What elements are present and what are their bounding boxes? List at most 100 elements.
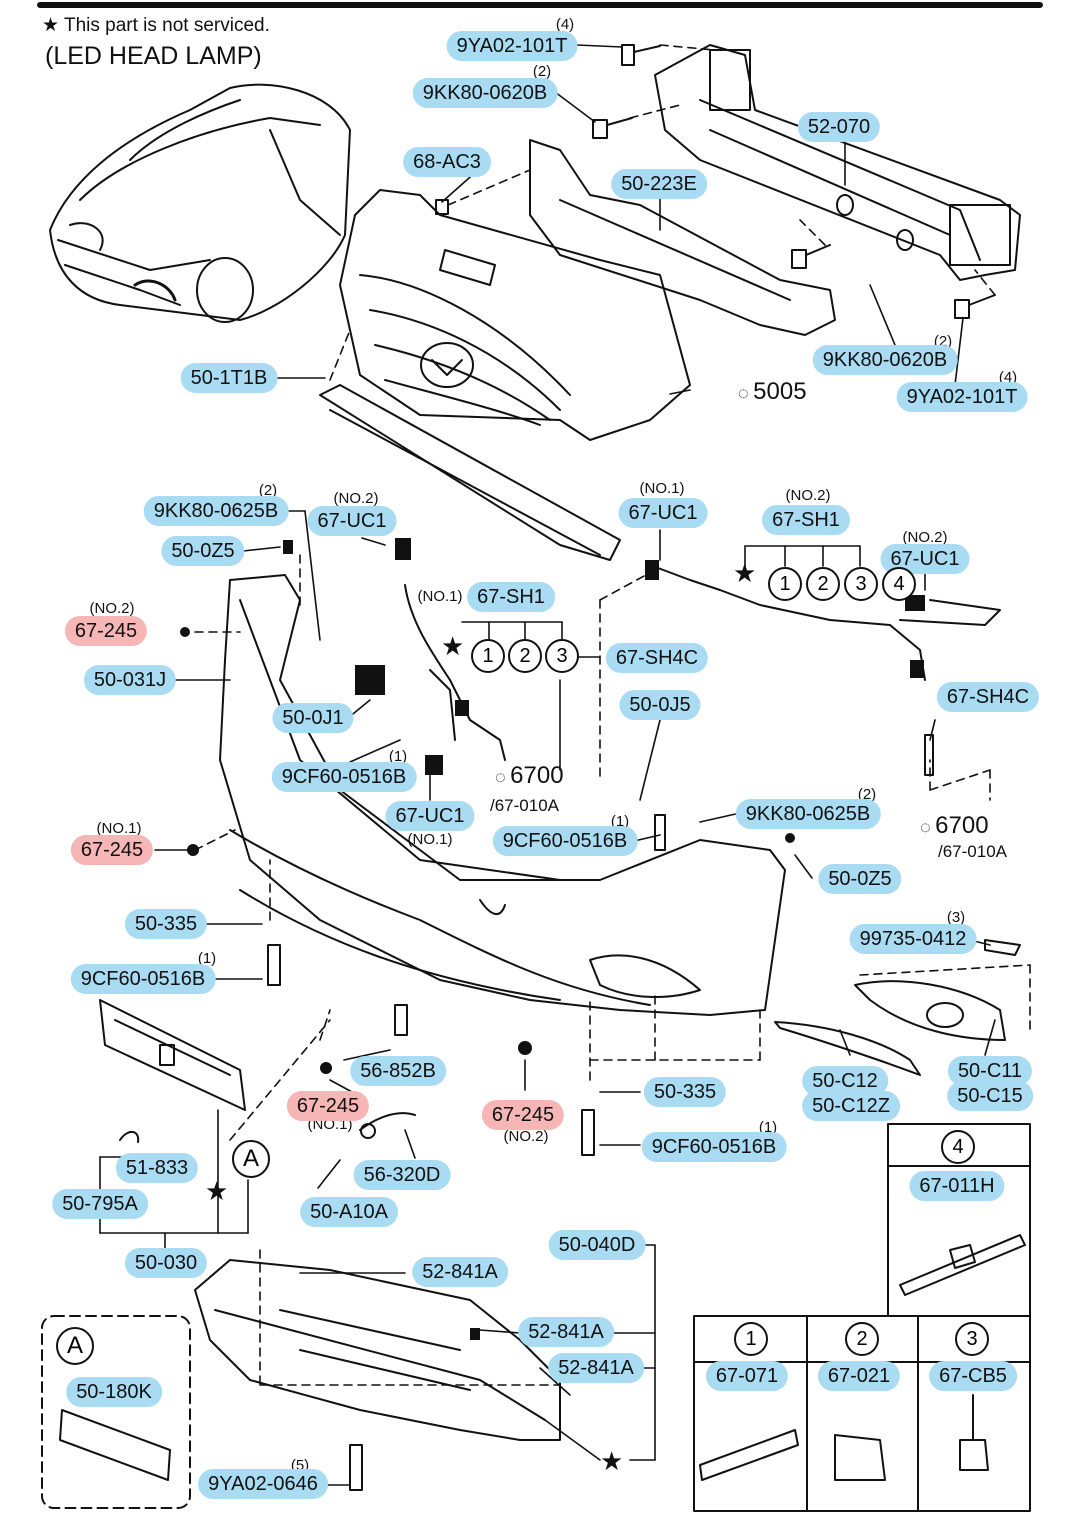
fasteners-top <box>435 44 996 319</box>
bumper-molding <box>774 1021 921 1076</box>
part-label-9cf60-0516b-c[interactable]: 9CF60-0516B <box>70 964 216 994</box>
ref-6700-right-sub: /67-010A <box>938 842 1007 861</box>
circle-1-no1: 1 <box>471 639 505 673</box>
qty-67-uc1-no2-right: (NO.2) <box>902 529 948 546</box>
part-label-52-841a-top[interactable]: 52-841A <box>412 1257 508 1287</box>
part-label-9kk80-0625b-right[interactable]: 9KK80-0625B <box>735 799 881 829</box>
box-3-header: 3 <box>955 1322 989 1356</box>
qty-9cf60-0516b-c: (1) <box>197 950 217 967</box>
qty-67-uc1-no1-bottom: (NO.1) <box>407 831 453 848</box>
part-label-67-uc1-no2-left[interactable]: 67-UC1 <box>307 506 397 536</box>
qty-67-uc1-no2-left: (NO.2) <box>333 490 379 507</box>
ref-arrow-icon: ◌ <box>738 383 749 403</box>
part-label-52-070[interactable]: 52-070 <box>797 112 881 142</box>
fog-lamp-bezel <box>854 980 1006 1041</box>
qty-9kk80-0625b-left: (2) <box>258 482 278 499</box>
box-1-header: 1 <box>734 1322 768 1356</box>
ref-5005[interactable]: ◌ 5005 <box>738 378 807 406</box>
ref-6700-center-number: 6700 <box>510 762 564 789</box>
part-label-50-0j5[interactable]: 50-0J5 <box>619 690 701 720</box>
box-4-header: 4 <box>941 1130 975 1164</box>
qty-9kk80-0625b-right: (2) <box>857 786 877 803</box>
part-label-50-0z5-left[interactable]: 50-0Z5 <box>161 536 245 566</box>
part-label-50-040d[interactable]: 50-040D <box>548 1230 646 1260</box>
ref-6700-center[interactable]: ◌ 6700 <box>495 762 564 790</box>
part-label-67-071[interactable]: 67-071 <box>705 1361 789 1391</box>
part-label-67-sh1-no1[interactable]: 67-SH1 <box>467 582 555 612</box>
part-label-56-320d[interactable]: 56-320D <box>353 1160 451 1190</box>
part-label-67-245-no2-bottom[interactable]: 67-245 <box>481 1100 565 1130</box>
part-label-68-ac3[interactable]: 68-AC3 <box>403 147 491 177</box>
qty-9cf60-0516b-a: (1) <box>388 748 408 765</box>
detail-a-label: A <box>56 1327 94 1365</box>
star-icon: ★ <box>205 1176 229 1206</box>
part-label-50-c15[interactable]: 50-C15 <box>947 1081 1033 1111</box>
part-label-67-cb5[interactable]: 67-CB5 <box>929 1361 1017 1391</box>
license-plate-bracket <box>99 999 246 1111</box>
star-icon: ★ <box>441 631 465 661</box>
bumper-reinforcement <box>654 44 1021 281</box>
part-label-50-335-right[interactable]: 50-335 <box>643 1077 727 1107</box>
callout-a: A <box>232 1140 270 1178</box>
ref-5005-number: 5005 <box>753 378 807 405</box>
lower-grille-strip <box>319 384 621 561</box>
ref-6700-right[interactable]: ◌ 6700 <box>920 812 989 840</box>
circle-3-no1: 3 <box>545 639 579 673</box>
part-label-50-223e[interactable]: 50-223E <box>611 169 707 199</box>
box-2-header: 2 <box>845 1322 879 1356</box>
part-label-9cf60-0516b-d[interactable]: 9CF60-0516B <box>641 1132 787 1162</box>
qty-67-sh1-no2: (NO.2) <box>785 487 831 504</box>
part-label-52-841a-low[interactable]: 52-841A <box>548 1353 644 1383</box>
part-label-9kk80-0620b-right[interactable]: 9KK80-0620B <box>812 345 958 375</box>
part-label-9cf60-0516b-a[interactable]: 9CF60-0516B <box>271 762 417 792</box>
part-label-67-sh4c-right[interactable]: 67-SH4C <box>936 682 1040 712</box>
part-label-67-uc1-no1-bottom[interactable]: 67-UC1 <box>385 801 475 831</box>
part-label-67-sh4c-left[interactable]: 67-SH4C <box>605 643 709 673</box>
qty-99735-0412: (3) <box>946 909 966 926</box>
qty-67-245-no2-left: (NO.2) <box>89 600 135 617</box>
part-label-67-245-no2-left[interactable]: 67-245 <box>64 616 148 646</box>
part-label-50-a10a[interactable]: 50-A10A <box>300 1197 398 1227</box>
part-label-99735-0412[interactable]: 99735-0412 <box>849 924 977 954</box>
part-label-50-031j[interactable]: 50-031J <box>83 665 177 695</box>
part-label-50-1t1b[interactable]: 50-1T1B <box>180 363 278 393</box>
harness-left <box>404 584 506 761</box>
qty-67-sh1-no1: (NO.1) <box>417 588 463 605</box>
part-label-50-0j1[interactable]: 50-0J1 <box>272 703 354 733</box>
qty-67-245-no2-bottom: (NO.2) <box>503 1128 549 1145</box>
part-label-67-245-no1-left[interactable]: 67-245 <box>70 835 154 865</box>
detail-a-bracket <box>59 1409 171 1481</box>
part-label-67-sh1-no2[interactable]: 67-SH1 <box>762 505 850 535</box>
front-bumper-fascia <box>219 574 786 1016</box>
star-icon: ★ <box>600 1446 624 1476</box>
part-label-50-795a[interactable]: 50-795A <box>52 1189 148 1219</box>
part-label-50-030[interactable]: 50-030 <box>124 1248 208 1278</box>
part-label-67-021[interactable]: 67-021 <box>817 1361 901 1391</box>
part-label-52-841a-mid[interactable]: 52-841A <box>518 1317 614 1347</box>
part-label-67-245-no1-bottom[interactable]: 67-245 <box>286 1091 370 1121</box>
part-label-56-852b[interactable]: 56-852B <box>350 1056 446 1086</box>
qty-9cf60-0516b-d: (1) <box>758 1119 778 1136</box>
part-label-9kk80-0625b-left[interactable]: 9KK80-0625B <box>143 496 289 526</box>
qty-9ya02-101t-top: (4) <box>555 16 575 33</box>
under-cover <box>194 1259 561 1441</box>
part-label-9ya02-101t-right[interactable]: 9YA02-101T <box>896 382 1028 412</box>
radiator-grille <box>339 189 691 441</box>
part-label-50-335-left[interactable]: 50-335 <box>124 909 208 939</box>
part-label-50-0z5-right[interactable]: 50-0Z5 <box>818 864 902 894</box>
part-label-9cf60-0516b-b[interactable]: 9CF60-0516B <box>492 826 638 856</box>
qty-9ya02-101t-right: (4) <box>998 369 1018 386</box>
part-label-67-011h[interactable]: 67-011H <box>909 1171 1005 1201</box>
part-label-50-180k[interactable]: 50-180K <box>66 1377 162 1407</box>
ref-arrow-icon: ◌ <box>920 817 931 837</box>
part-label-9kk80-0620b-top[interactable]: 9KK80-0620B <box>412 78 558 108</box>
diagram-title: (LED HEAD LAMP) <box>45 42 262 70</box>
part-label-50-c12z[interactable]: 50-C12Z <box>802 1091 900 1121</box>
circle-2-no2: 2 <box>806 567 840 601</box>
part-label-9ya02-101t-top[interactable]: 9YA02-101T <box>446 31 578 61</box>
part-label-51-833[interactable]: 51-833 <box>115 1153 199 1183</box>
part-label-9ya02-0646[interactable]: 9YA02-0646 <box>198 1469 328 1499</box>
part-label-67-uc1-no1-top[interactable]: 67-UC1 <box>618 498 708 528</box>
